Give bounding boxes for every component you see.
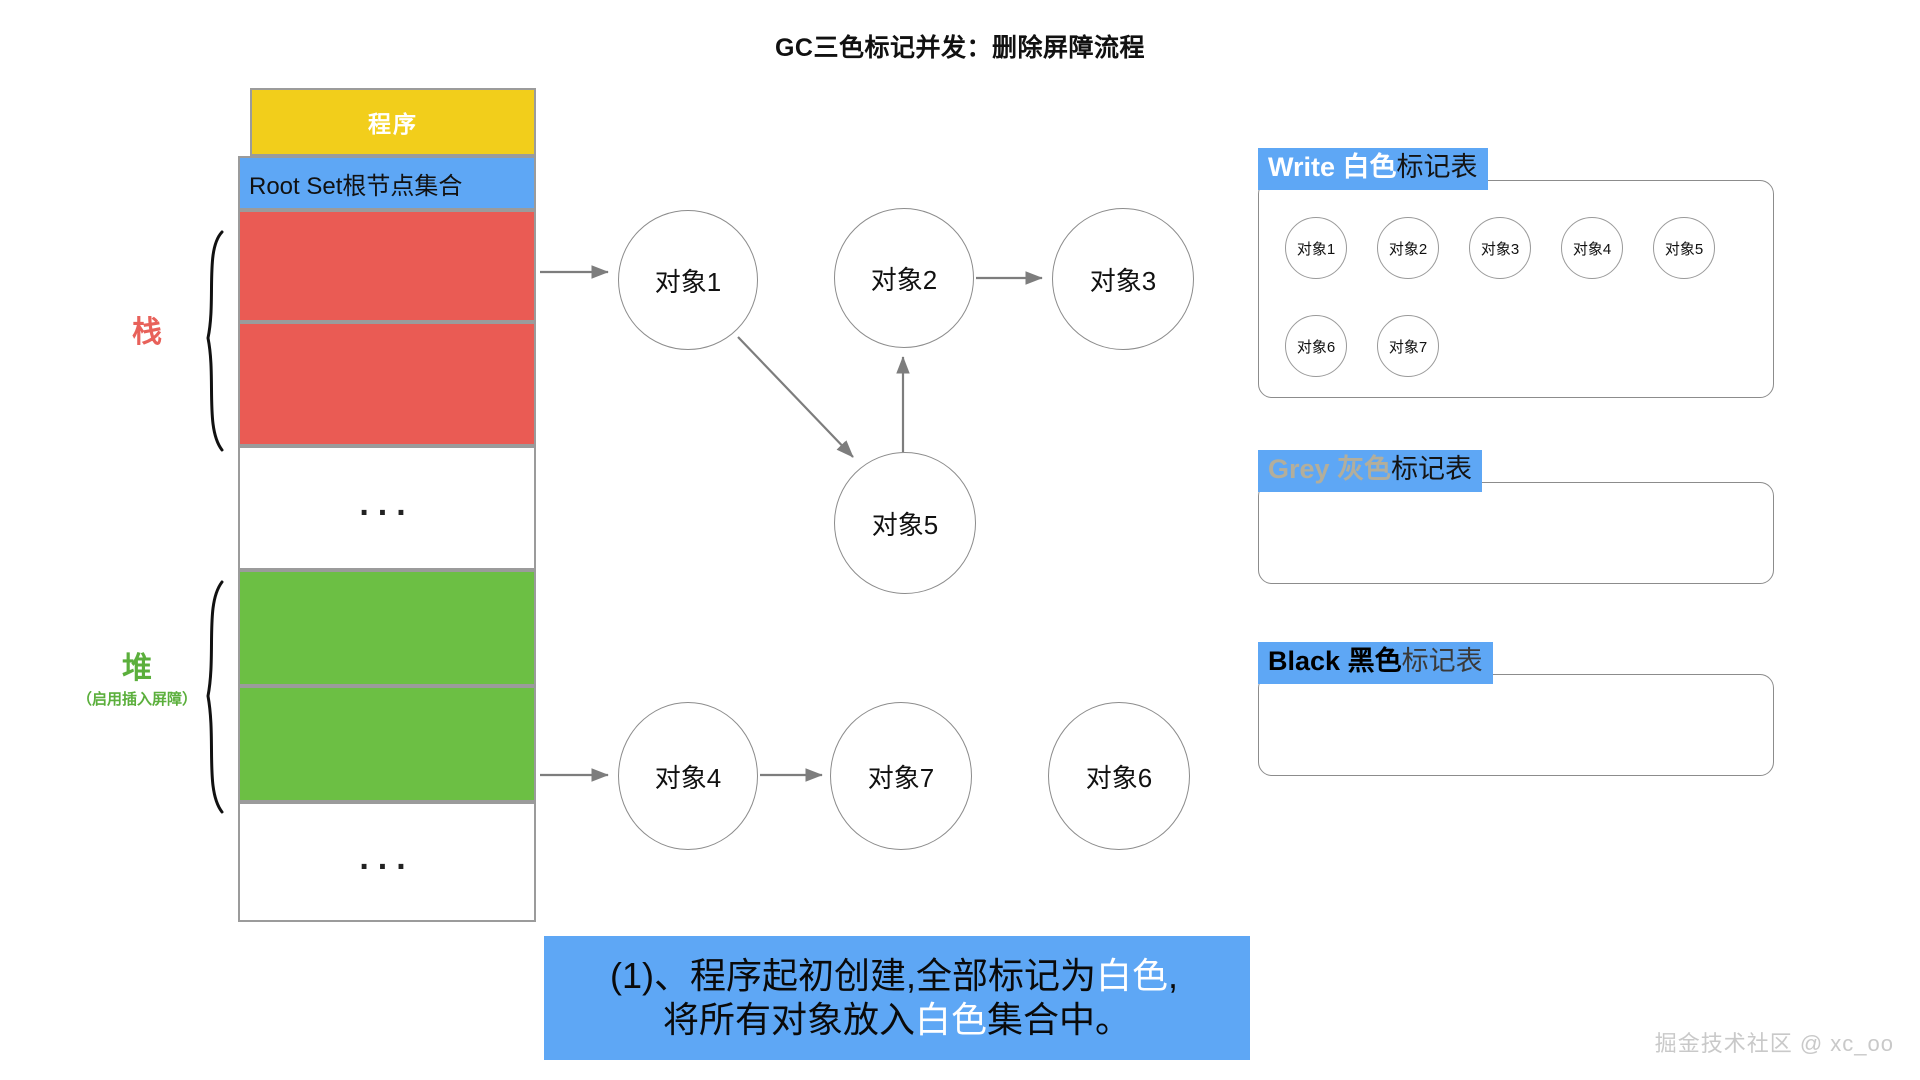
white-table-prefix: Write <box>1268 152 1336 182</box>
caption-line2-a: 将所有对象放入 <box>662 999 915 1040</box>
stack-brace <box>206 230 224 452</box>
node-obj7-label: 对象7 <box>867 762 935 793</box>
node-obj3[interactable]: 对象3 <box>1052 208 1194 350</box>
root-set-label: Root Set根节点集合 <box>249 172 463 200</box>
node-obj1-label: 对象1 <box>654 266 722 297</box>
white-chip-3[interactable]: 对象3 <box>1469 217 1531 279</box>
caption-line-1: (1)、程序起初创建,全部标记为白色, <box>610 954 1184 998</box>
white-mark-table-body: 对象1 对象2 对象3 对象4 对象5 对象6 对象7 <box>1258 180 1774 398</box>
stack-slot-2 <box>238 322 536 446</box>
black-mark-table-header: Black 黑色标记表 <box>1258 642 1493 684</box>
stack-label-text: 栈 <box>132 316 162 349</box>
stack-slot-1 <box>238 210 536 322</box>
program-block: 程序 <box>250 88 536 156</box>
node-obj1[interactable]: 对象1 <box>618 210 758 350</box>
caption-line1-b: , <box>1168 955 1179 997</box>
root-set-block: Root Set根节点集合 <box>238 156 536 210</box>
node-obj6-label: 对象6 <box>1085 762 1153 793</box>
node-obj6[interactable]: 对象6 <box>1048 702 1190 850</box>
node-obj5-label: 对象5 <box>871 509 939 540</box>
heap-label-text: 堆 <box>122 652 152 685</box>
caption-line-2: 将所有对象放入白色集合中。 <box>663 998 1131 1042</box>
white-chip-5-label: 对象5 <box>1664 240 1704 258</box>
node-obj2[interactable]: 对象2 <box>834 208 974 348</box>
step-caption: (1)、程序起初创建,全部标记为白色, 将所有对象放入白色集合中。 <box>544 936 1250 1060</box>
white-mark-table: Write 白色标记表 对象1 对象2 对象3 对象4 对象5 对象6 对象7 <box>1258 148 1774 398</box>
white-chip-4-label: 对象4 <box>1572 240 1612 258</box>
white-chip-7[interactable]: 对象7 <box>1377 315 1439 377</box>
white-chip-2[interactable]: 对象2 <box>1377 217 1439 279</box>
grey-mark-table-body <box>1258 482 1774 584</box>
white-chip-6-label: 对象6 <box>1296 338 1336 356</box>
heap-region-label: 堆 （启用插入屏障） <box>22 652 252 708</box>
grey-mark-table-header: Grey 灰色标记表 <box>1258 450 1483 492</box>
node-obj4[interactable]: 对象4 <box>618 702 758 850</box>
black-table-prefix: Black <box>1268 646 1341 676</box>
caption-line1-a: (1)、程序起初创建,全部标记为 <box>609 955 1096 997</box>
page-title: GC三色标记并发：删除屏障流程 <box>774 34 1145 62</box>
white-chip-1-label: 对象1 <box>1296 240 1336 258</box>
node-obj5[interactable]: 对象5 <box>834 452 976 594</box>
white-chip-3-label: 对象3 <box>1480 240 1520 258</box>
white-mark-table-header: Write 白色标记表 <box>1258 148 1488 190</box>
heap-slot-1 <box>238 570 536 686</box>
white-table-color-word: 白色 <box>1342 152 1397 182</box>
white-chip-1[interactable]: 对象1 <box>1285 217 1347 279</box>
white-chip-7-label: 对象7 <box>1388 338 1428 356</box>
node-obj4-label: 对象4 <box>654 762 722 793</box>
white-chip-4[interactable]: 对象4 <box>1561 217 1623 279</box>
black-mark-table: Black 黑色标记表 <box>1258 642 1774 792</box>
white-chip-5[interactable]: 对象5 <box>1653 217 1715 279</box>
grey-mark-table: Grey 灰色标记表 <box>1258 450 1774 600</box>
grey-table-prefix: Grey <box>1268 454 1330 484</box>
black-table-suffix: 标记表 <box>1401 646 1483 676</box>
caption-line2-b: 集合中。 <box>987 999 1132 1040</box>
caption-line1-highlight: 白色 <box>1095 955 1168 997</box>
node-obj2-label: 对象2 <box>870 264 938 295</box>
heap-ellipsis-slot: ... <box>238 802 536 922</box>
node-obj7[interactable]: 对象7 <box>830 702 972 850</box>
white-chip-2-label: 对象2 <box>1388 240 1428 258</box>
caption-line2-highlight: 白色 <box>914 999 987 1040</box>
heap-slot-2 <box>238 686 536 802</box>
stack-ellipsis-slot: ... <box>238 446 536 570</box>
black-table-color-word: 黑色 <box>1347 646 1402 676</box>
watermark: 掘金技术社区 @ xc_oo <box>1654 1031 1894 1056</box>
ellipsis-label-2: ... <box>359 839 415 877</box>
program-label: 程序 <box>368 111 418 137</box>
edge-obj1-to-obj5 <box>737 336 854 458</box>
white-table-suffix: 标记表 <box>1396 152 1478 182</box>
grey-table-suffix: 标记表 <box>1391 454 1473 484</box>
black-mark-table-body <box>1258 674 1774 776</box>
heap-label-sub: （启用插入屏障） <box>76 690 197 708</box>
grey-table-color-word: 灰色 <box>1337 454 1392 484</box>
node-obj3-label: 对象3 <box>1089 265 1157 296</box>
ellipsis-label: ... <box>359 485 415 523</box>
white-chip-6[interactable]: 对象6 <box>1285 315 1347 377</box>
stack-region-label: 栈 <box>92 316 202 351</box>
